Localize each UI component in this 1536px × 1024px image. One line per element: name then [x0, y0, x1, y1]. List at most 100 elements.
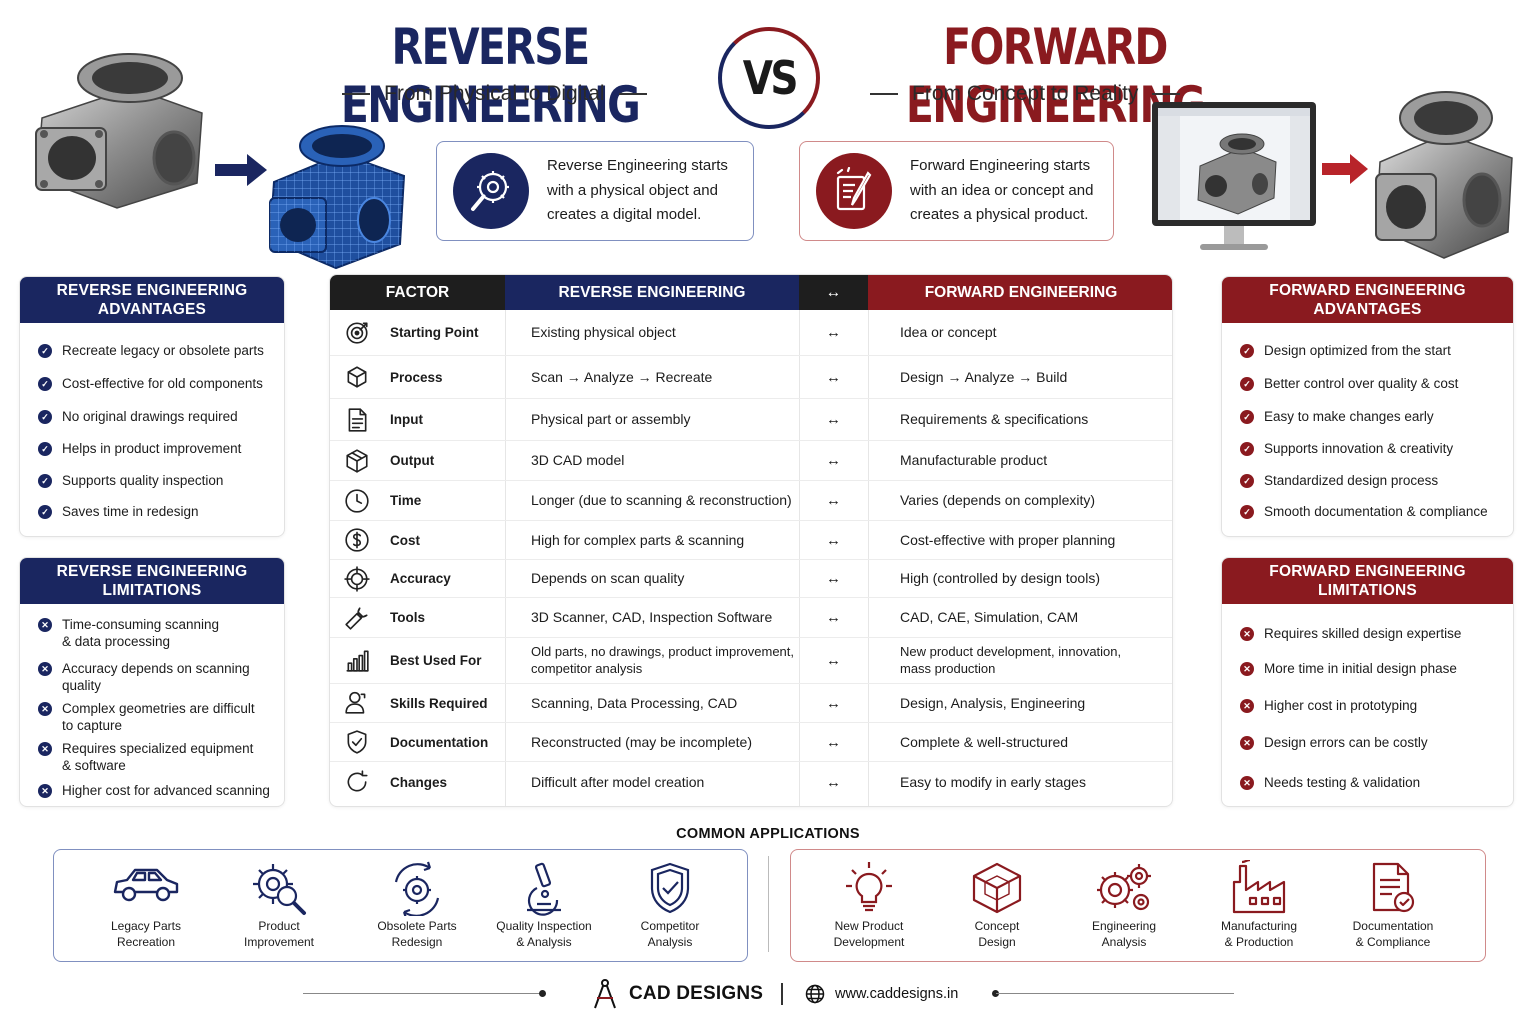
reverse-cell: High for complex parts & scanning: [531, 521, 799, 559]
forward-cell: Manufacturable product: [900, 441, 1170, 480]
list-item: ✓No original drawings required: [38, 409, 276, 426]
cell-line: 3D CAD model: [531, 452, 625, 468]
forward-info-card: Forward Engineering starts with an idea …: [799, 141, 1114, 241]
reverse-subtitle-text: From Physical to Digital: [384, 82, 605, 105]
cell-line: CAD, CAE, Simulation, CAM: [900, 609, 1079, 625]
forward-cell: CAD, CAE, Simulation, CAM: [900, 598, 1170, 637]
column-divider: [868, 310, 869, 806]
brand-name: CAD DESIGNS: [629, 983, 764, 1004]
panel-title-line: FORWARD ENGINEERING: [1269, 282, 1466, 299]
globe-icon: [805, 984, 825, 1004]
list-item-text: Requires skilled design expertise: [1264, 626, 1462, 641]
header-reverse: REVERSE ENGINEERING: [505, 275, 799, 310]
shield-icon: [650, 862, 690, 914]
list-item-text: quality: [62, 677, 102, 693]
cell-line: Scan → Analyze → Recreate: [531, 368, 713, 385]
check-icon: ✓: [38, 505, 52, 519]
list-item: ✕Needs testing & validation: [1240, 775, 1505, 792]
forward-cell: Design → Analyze → Build: [900, 356, 1170, 398]
check-icon: ✓: [1240, 505, 1254, 519]
list-item: ✓Helps in product improvement: [38, 441, 276, 458]
list-item-text: Easy to make changes early: [1264, 409, 1434, 424]
app-label-line: Engineering: [1091, 919, 1157, 933]
crosshair-icon: [342, 560, 372, 597]
reverse-limitations-header: REVERSE ENGINEERING LIMITATIONS: [20, 558, 284, 604]
cell-line: Idea or concept: [900, 324, 997, 340]
double-arrow-icon: ↔: [826, 411, 841, 428]
reverse-cell: 3D Scanner, CAD, Inspection Software: [531, 598, 799, 637]
refresh-icon: [342, 762, 372, 802]
cube-process-icon: [342, 356, 372, 398]
forward-subtitle-text: From Concept to Reality: [912, 82, 1139, 105]
x-circle-icon: ✕: [38, 784, 52, 798]
forward-cell: Requirements & specifications: [900, 399, 1170, 440]
reverse-cell: Existing physical object: [531, 310, 799, 355]
lightbulb-icon: [846, 862, 892, 912]
check-icon: ✓: [1240, 442, 1254, 456]
list-item-text: Requires specialized equipment: [62, 741, 254, 756]
list-item-text: Saves time in redesign: [62, 504, 199, 519]
reverse-title: REVERSE ENGINEERING: [340, 18, 641, 134]
info-line: Reverse Engineering starts: [547, 157, 728, 175]
info-line: with a physical object and: [547, 181, 718, 199]
app-label-line: & Analysis: [516, 935, 572, 949]
document-icon: [342, 399, 372, 440]
header-arrow: ↔: [799, 275, 868, 310]
factor-cell: Best Used For: [390, 653, 482, 668]
cell-line: mass production: [900, 660, 996, 676]
list-item: ✕Higher cost for advanced scanning: [38, 783, 276, 800]
list-item: ✕More time in initial design phase: [1240, 661, 1505, 678]
forward-cell: Design, Analysis, Engineering: [900, 684, 1170, 722]
forward-cell: New product development, innovation,mass…: [900, 638, 1170, 683]
cell-line: Complete & well-structured: [900, 733, 1069, 750]
cell-line: 3D Scanner, CAD, Inspection Software: [531, 609, 773, 625]
app-label: Quality Inspection & Analysis: [479, 918, 609, 950]
double-arrow-icon: ↔: [826, 531, 841, 549]
info-line: with an idea or concept and: [910, 181, 1094, 199]
app-label-line: Obsolete Parts: [377, 919, 457, 933]
list-item-text: Higher cost in prototyping: [1264, 698, 1418, 713]
arrow-right-icon: [215, 152, 269, 192]
double-arrow-icon: ↔: [826, 368, 841, 386]
bar-chart-icon: [342, 638, 372, 683]
panel-title-line: LIMITATIONS: [102, 582, 202, 599]
factory-icon: [1232, 860, 1286, 914]
forward-cell: Idea or concept: [900, 310, 1170, 355]
footer-line: [303, 993, 541, 994]
panel-title-line: LIMITATIONS: [1318, 582, 1417, 599]
website-link[interactable]: www.caddesigns.in: [835, 986, 959, 1002]
forward-subtitle: From Concept to Reality: [870, 82, 1181, 106]
header-forward: FORWARD ENGINEERING: [868, 275, 1172, 310]
doc-check-icon: [1372, 862, 1415, 913]
cell-line: Design, Analysis, Engineering: [900, 694, 1086, 711]
reverse-cell: Longer (due to scanning & reconstruction…: [531, 481, 799, 520]
subtitle-dash: [618, 93, 647, 95]
check-icon: ✓: [38, 377, 52, 391]
x-circle-icon: ✕: [38, 702, 52, 716]
arrow-right-icon: [1322, 152, 1370, 190]
footer-line: [996, 993, 1234, 994]
cad-mesh-image: [262, 116, 412, 272]
x-circle-icon: ✕: [1240, 627, 1254, 641]
microscope-icon: [527, 862, 561, 916]
app-label-line: Quality Inspection: [496, 919, 592, 933]
forward-limitations-header: FORWARD ENGINEERING LIMITATIONS: [1222, 558, 1513, 604]
cell-line: High for complex parts & scanning: [531, 531, 745, 548]
app-label-line: Design: [978, 935, 1016, 949]
list-item-text: Cost-effective for old components: [62, 376, 263, 391]
list-item: ✓ Cost-effective for old components: [38, 376, 276, 393]
forward-cell: Complete & well-structured: [900, 723, 1170, 761]
user-skill-icon: [342, 684, 372, 722]
x-circle-icon: ✕: [1240, 662, 1254, 676]
